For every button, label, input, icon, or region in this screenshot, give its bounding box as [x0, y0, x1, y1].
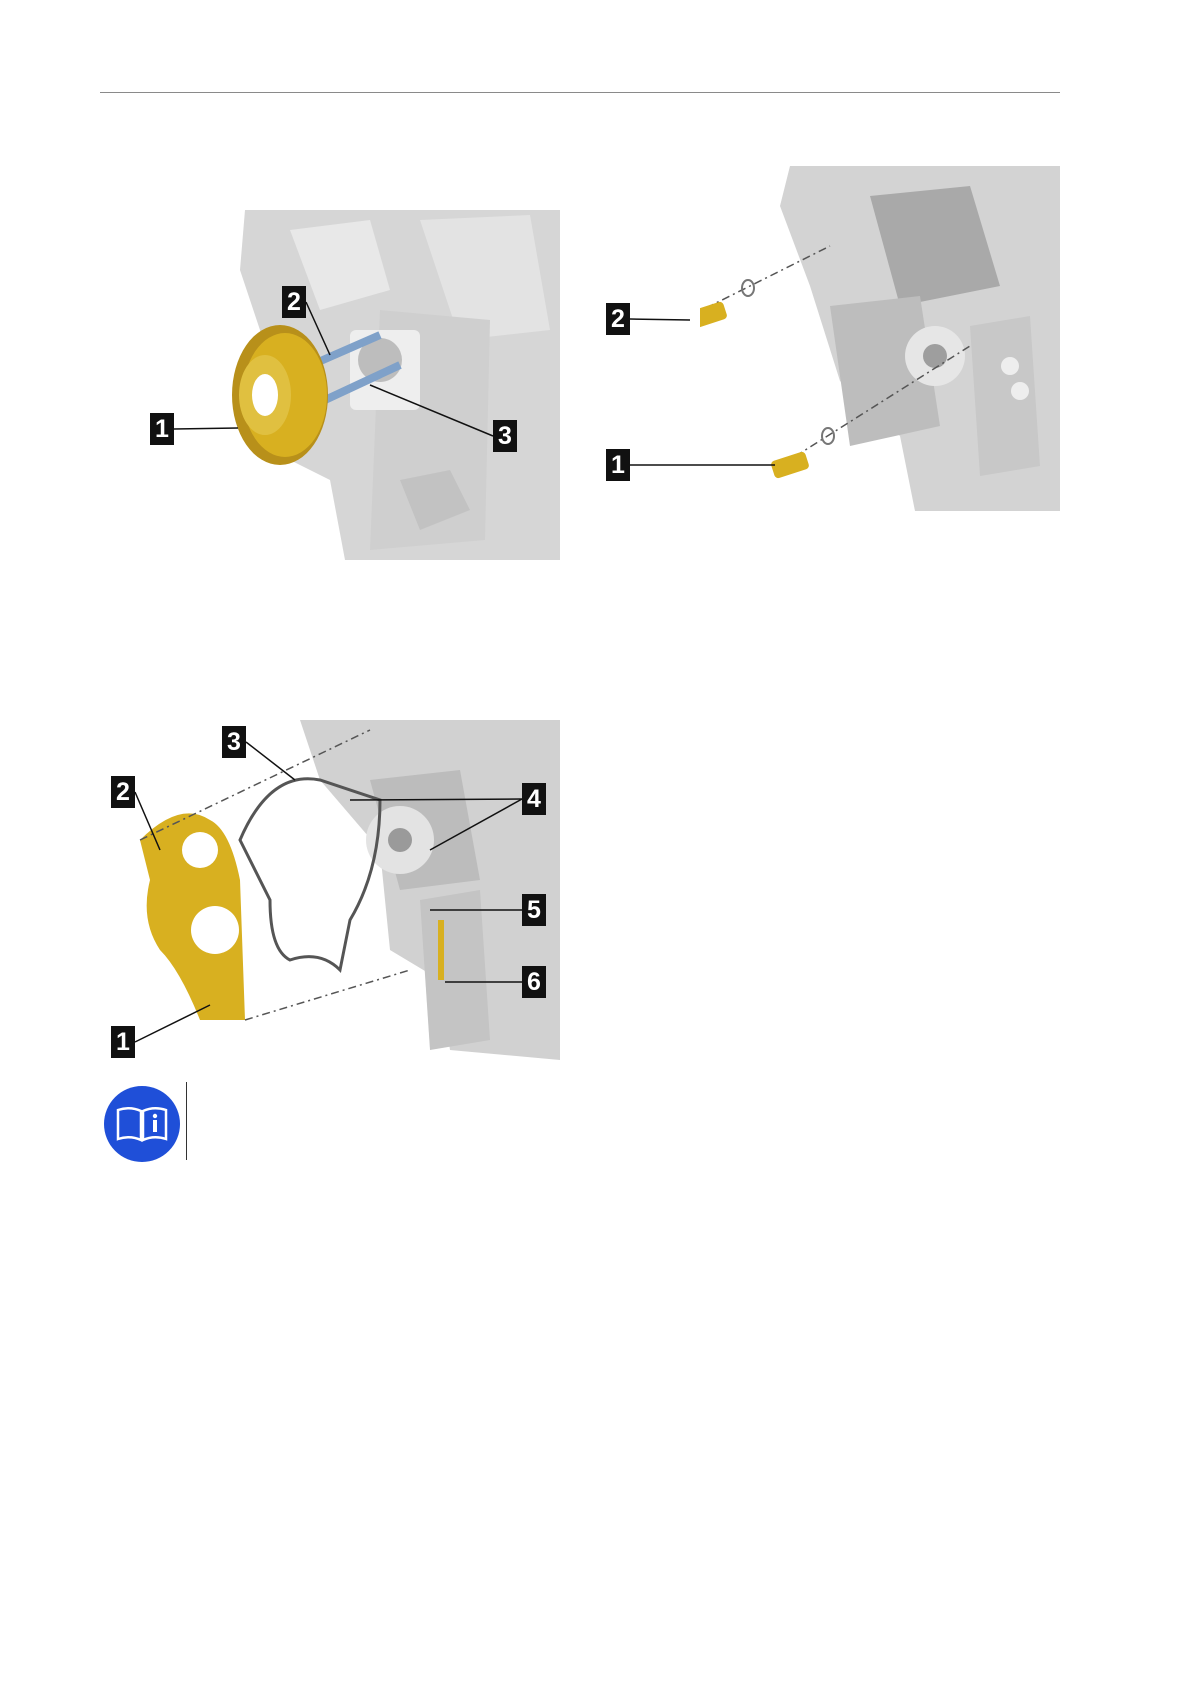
book-info-icon	[104, 1086, 180, 1162]
note-divider	[186, 1082, 187, 1160]
